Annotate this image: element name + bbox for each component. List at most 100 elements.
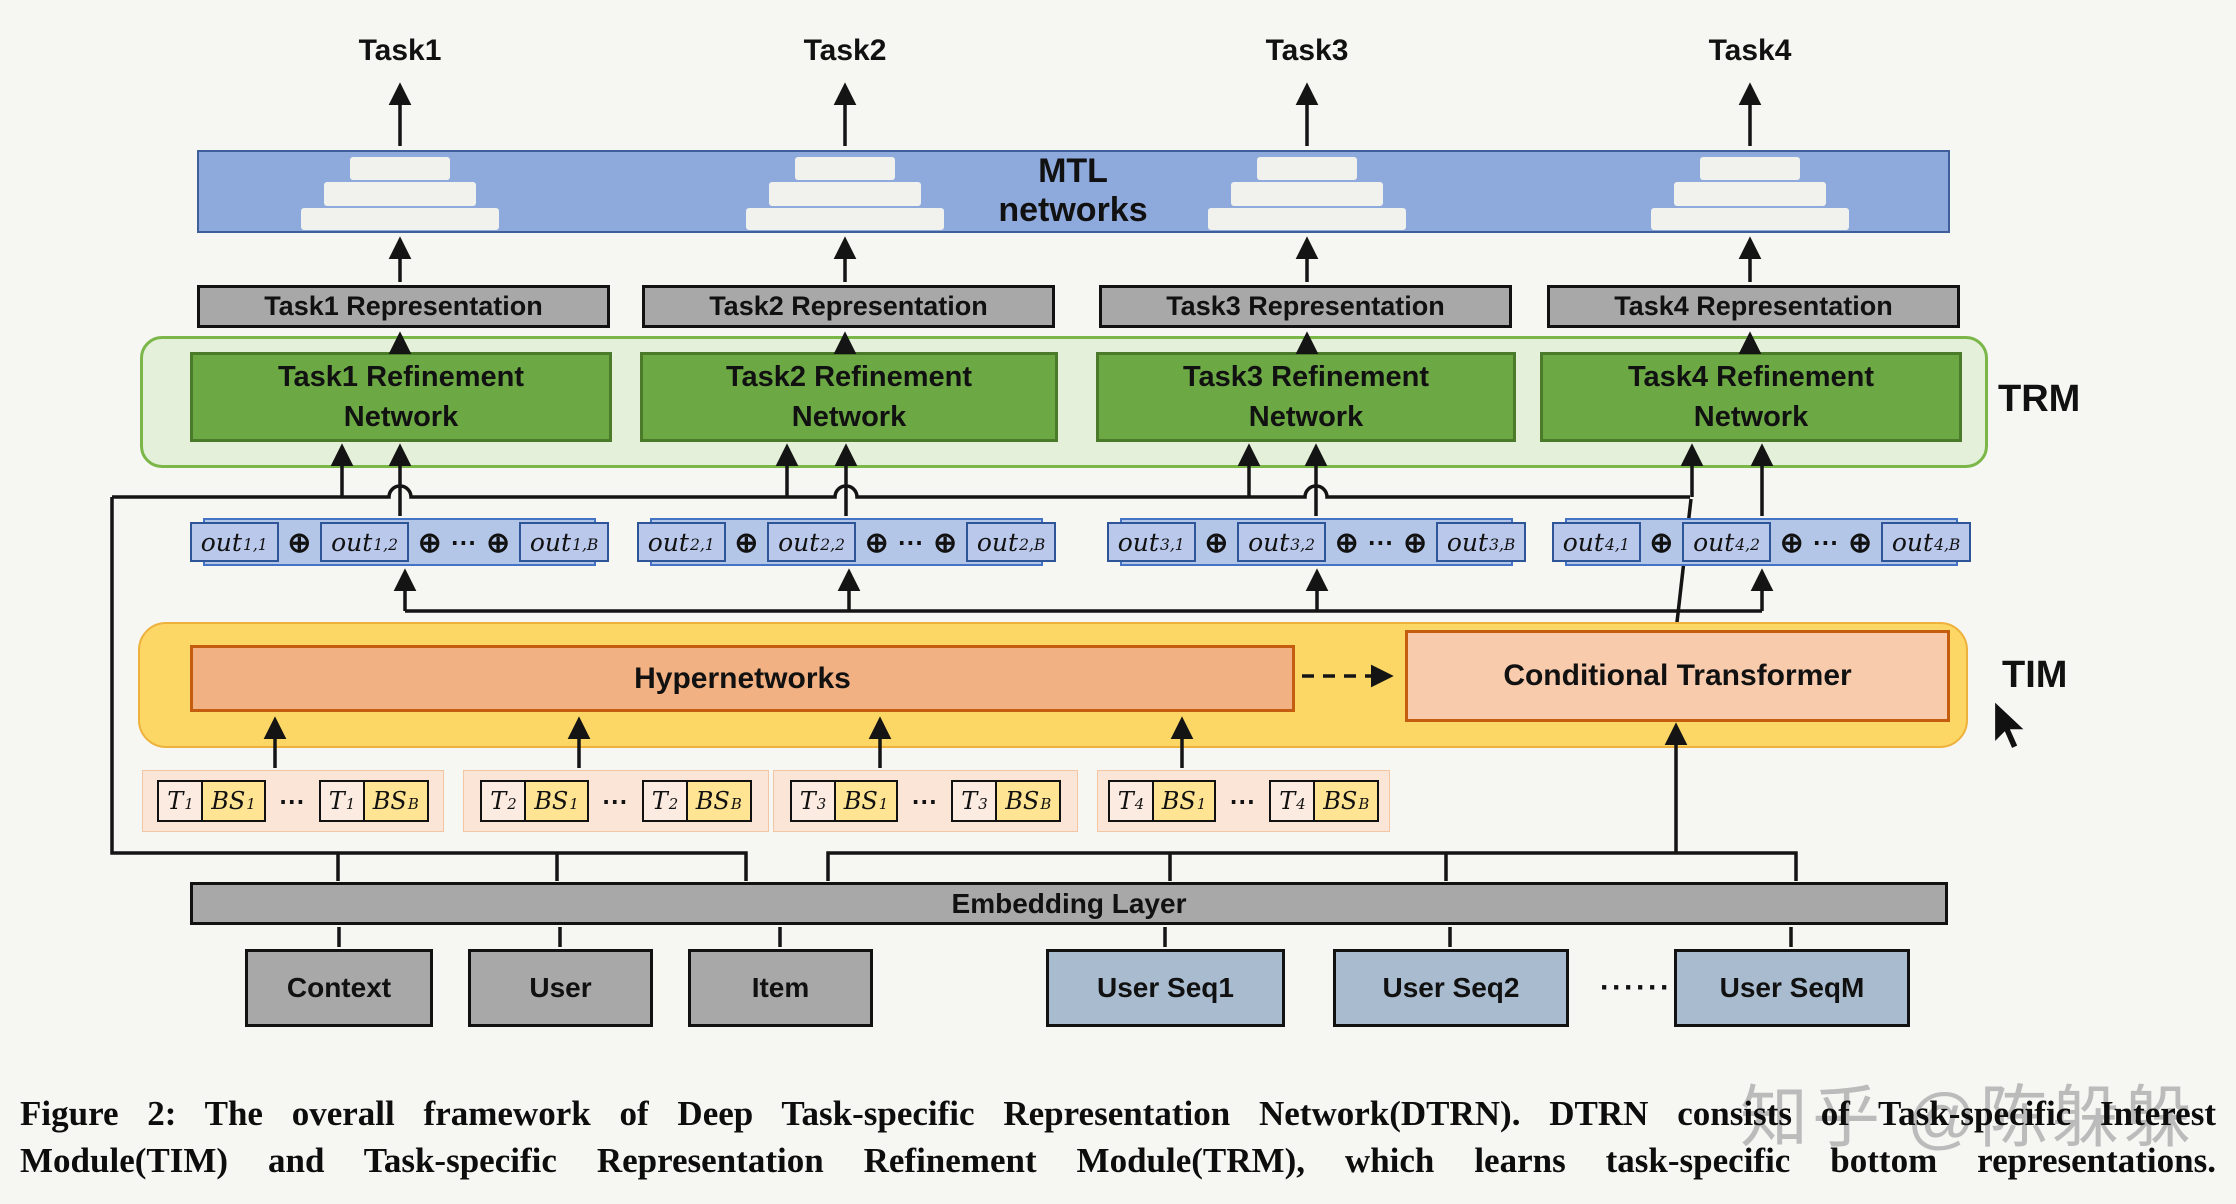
input-box-user: User bbox=[468, 949, 653, 1027]
cdots: ⋯ bbox=[1367, 526, 1395, 557]
trm-label: TRM bbox=[1998, 378, 2081, 420]
conditional-transformer-box: Conditional Transformer bbox=[1405, 630, 1950, 722]
oplus-icon: ⊕ bbox=[1403, 526, 1427, 558]
oplus-icon: ⊕ bbox=[1204, 526, 1229, 558]
network-layers-icon bbox=[301, 208, 499, 230]
mtl-networks-label: MTL networks bbox=[998, 152, 1148, 229]
network-layers-icon bbox=[350, 157, 450, 180]
oplus-icon: ⊕ bbox=[933, 526, 957, 558]
oplus-icon: ⊕ bbox=[287, 526, 312, 558]
network-layers-icon bbox=[1231, 182, 1383, 206]
network-layers-icon bbox=[769, 182, 921, 206]
input-box-context: Context bbox=[245, 949, 433, 1027]
network-layers-icon bbox=[1651, 208, 1849, 230]
oplus-icon: ⊕ bbox=[1779, 526, 1804, 558]
oplus-icon: ⊕ bbox=[734, 526, 759, 558]
network-layers-icon bbox=[1208, 208, 1406, 230]
watermark: 知乎 @陈躲躲 bbox=[1740, 1080, 2196, 1156]
cdots: ⋯ bbox=[601, 785, 629, 816]
task-output-label: Task4 bbox=[1708, 34, 1792, 67]
hypernetworks-box: Hypernetworks bbox=[190, 645, 1295, 712]
figure-caption-line1: Figure 2: The overall framework of Deep … bbox=[20, 1094, 2216, 1133]
network-layers-icon bbox=[795, 157, 895, 180]
oplus-icon: ⊕ bbox=[864, 526, 889, 558]
input-box-user-seqM: User SeqM bbox=[1674, 949, 1910, 1027]
oplus-icon: ⊕ bbox=[1848, 526, 1872, 558]
network-layers-icon bbox=[1257, 157, 1357, 180]
network-layers-icon bbox=[746, 208, 944, 230]
mouse-cursor-icon bbox=[1992, 697, 2030, 751]
input-box-user-seq2: User Seq2 bbox=[1333, 949, 1569, 1027]
representation-box: Task3 Representation bbox=[1099, 285, 1512, 328]
cdots: ⋯ bbox=[278, 785, 306, 816]
representation-box: Task4 Representation bbox=[1547, 285, 1960, 328]
network-layers-icon bbox=[1674, 182, 1826, 206]
oplus-icon: ⊕ bbox=[417, 526, 442, 558]
network-layers-icon bbox=[324, 182, 476, 206]
cdots: ⋯ bbox=[897, 526, 925, 557]
representation-box: Task2 Representation bbox=[642, 285, 1055, 328]
oplus-icon: ⊕ bbox=[486, 526, 510, 558]
cdots: ⋯ bbox=[1229, 785, 1257, 816]
cdots: ⋯ bbox=[1812, 526, 1840, 557]
cdots: ⋯ bbox=[911, 785, 939, 816]
ellipsis: ······ bbox=[1600, 971, 1672, 1004]
oplus-icon: ⊕ bbox=[1334, 526, 1359, 558]
oplus-icon: ⊕ bbox=[1649, 526, 1674, 558]
network-layers-icon bbox=[1700, 157, 1800, 180]
tim-label: TIM bbox=[2002, 654, 2068, 696]
embedding-layer-bar: Embedding Layer bbox=[190, 882, 1948, 925]
input-box-item: Item bbox=[688, 949, 873, 1027]
figure-caption-line2: Module(TIM) and Task-specific Representa… bbox=[20, 1141, 2216, 1180]
cdots: ⋯ bbox=[450, 526, 478, 557]
input-box-user-seq1: User Seq1 bbox=[1046, 949, 1285, 1027]
task-output-label: Task3 bbox=[1265, 34, 1349, 67]
